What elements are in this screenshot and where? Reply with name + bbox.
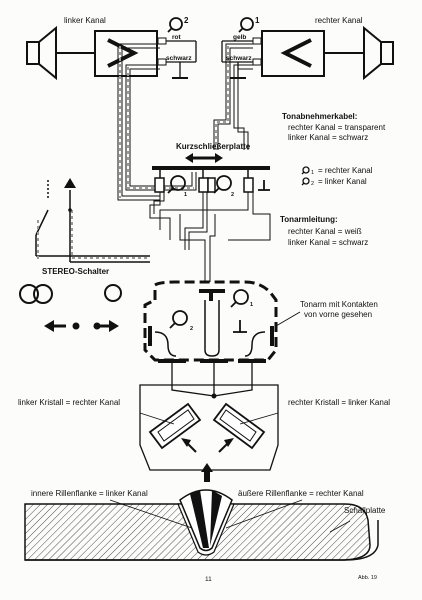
plate-ground-icon xyxy=(258,180,270,191)
legend-coil-1-icon xyxy=(301,166,310,175)
legend-num-2: 2 xyxy=(311,181,315,187)
mono-rings-icon xyxy=(104,284,122,302)
record-label: Schallplatte xyxy=(344,506,386,515)
plate-connectors xyxy=(154,170,254,193)
rot-label: rot xyxy=(172,34,181,41)
right-crystal-pointer xyxy=(239,412,279,425)
inner-flank-label: innere Rillenflanke = linker Kanal xyxy=(31,489,148,498)
left-speaker-icon xyxy=(26,25,57,81)
record-edge xyxy=(25,520,379,561)
short-circuit-plate-title: Kurzschließerplatte xyxy=(176,142,251,151)
stereo-arrows-icon xyxy=(44,320,119,332)
cable-line-2: linker Kanal = schwarz xyxy=(288,133,369,142)
tonearm-pointer-line xyxy=(275,311,301,327)
page-number: 11 xyxy=(205,576,212,583)
tonearm-line-2: von vorne gesehen xyxy=(304,310,373,319)
plate-coil-1-number: 1 xyxy=(184,192,188,198)
right-input-jack xyxy=(252,37,262,66)
crystal-cartridge xyxy=(139,363,279,471)
switch-arrow-icon xyxy=(64,178,76,188)
cable-line-1: rechter Kanal = transparent xyxy=(288,123,386,132)
left-channel-coil-icon xyxy=(167,17,183,33)
right-coil-number: 1 xyxy=(255,16,260,25)
left-coil-number: 2 xyxy=(184,16,189,25)
figure-label: Abb. 19 xyxy=(358,575,377,581)
stylus-icon xyxy=(179,489,233,552)
left-channel-label: linker Kanal xyxy=(64,16,106,25)
tonearm-outline xyxy=(143,280,278,362)
arm-line-1: rechter Kanal = weiß xyxy=(288,227,362,236)
right-channel-label: rechter Kanal xyxy=(315,16,363,25)
short-circuit-arrow xyxy=(185,153,223,163)
inner-flank-pointer xyxy=(109,499,193,529)
outer-flank-pointer xyxy=(225,499,303,529)
stereo-switch-icon xyxy=(35,180,150,263)
arm-title: Tonarmleitung: xyxy=(280,215,338,224)
right-schwarz-label: schwarz xyxy=(226,55,252,62)
tonearm-ground-icon xyxy=(233,320,247,333)
left-crystal-pointer xyxy=(139,412,175,425)
plate-to-tonearm-wires xyxy=(149,192,271,282)
tonearm-springs xyxy=(154,300,266,357)
crystal-junction xyxy=(211,393,217,399)
right-amplifier xyxy=(261,30,325,77)
legend-line-1: = rechter Kanal xyxy=(318,166,373,175)
force-arrows-icon xyxy=(181,438,234,482)
right-crystal xyxy=(212,402,266,450)
legend-line-2: = linker Kanal xyxy=(318,177,367,186)
switch-contact xyxy=(68,208,72,212)
short-circuit-plate xyxy=(152,166,270,170)
plate-coil-2-number: 2 xyxy=(231,192,235,198)
outer-flank-label: äußere Rillenflanke = rechter Kanal xyxy=(238,489,364,498)
left-crystal xyxy=(148,402,202,450)
record-pointer xyxy=(329,520,351,533)
arm-line-2: linker Kanal = schwarz xyxy=(288,238,369,247)
legend-coil-2-icon xyxy=(301,177,310,186)
left-input-jack xyxy=(157,37,167,66)
tonearm-coil-1-icon xyxy=(230,289,249,308)
right-cable xyxy=(213,43,253,150)
tonearm-line-1: Tonarm mit Kontakten xyxy=(300,300,378,309)
stereo-rings-icon xyxy=(19,284,53,304)
plate-coil-1-icon xyxy=(167,175,186,194)
stereo-switch-title: STEREO-Schalter xyxy=(42,267,110,276)
left-schwarz-label: schwarz xyxy=(166,55,192,62)
tonearm-coil-2-icon xyxy=(169,310,188,329)
right-speaker-icon xyxy=(363,25,394,81)
right-channel-coil-icon xyxy=(238,17,254,33)
tonearm-contacts xyxy=(148,289,274,363)
cable-title: Tonabnehmerkabel: xyxy=(282,112,358,121)
tonearm-coil-1-number: 1 xyxy=(250,302,254,308)
gelb-label: gelb xyxy=(233,34,247,41)
left-crystal-label: linker Kristall = rechter Kanal xyxy=(18,398,121,407)
plate-coil-2-icon xyxy=(213,175,232,194)
tonearm-coil-2-number: 2 xyxy=(190,326,194,332)
legend-num-1: 1 xyxy=(311,170,315,176)
stereo-switch-cable xyxy=(37,210,150,260)
right-crystal-label: rechter Kristall = linker Kanal xyxy=(288,398,391,407)
